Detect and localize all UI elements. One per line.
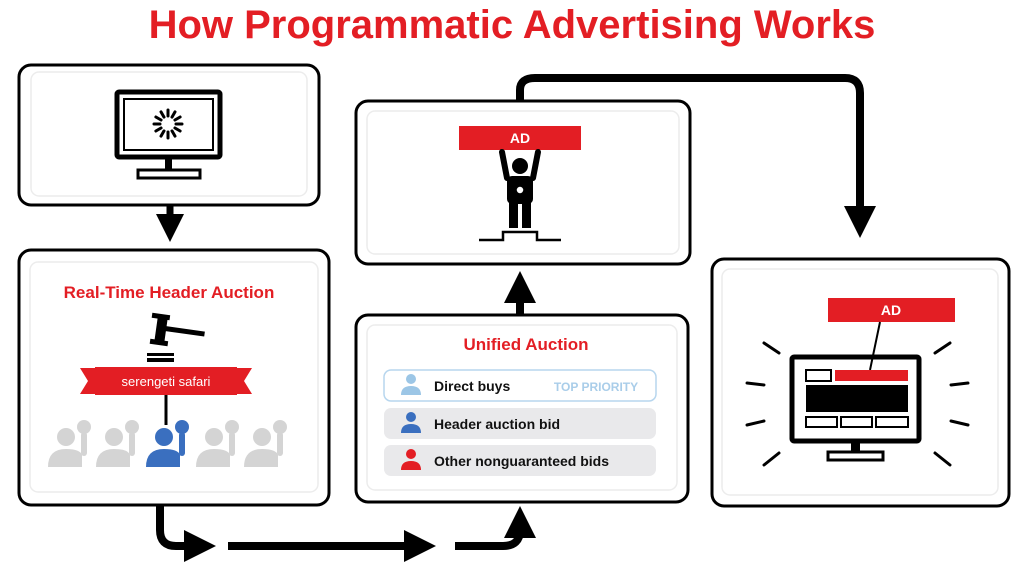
row-header-auction-bid: Header auction bid: [384, 408, 656, 439]
arrow-bottom-1: [156, 505, 216, 562]
person-icon: [401, 374, 421, 395]
row-direct-buys: Direct buys TOP PRIORITY: [383, 369, 657, 402]
bidder-icon: [48, 420, 91, 467]
header-auction-title: Real-Time Header Auction: [64, 283, 275, 302]
person-icon: [401, 449, 421, 470]
attention-rays-icon: [745, 341, 970, 467]
row-label: Other nonguaranteed bids: [434, 453, 609, 469]
winner-person-icon: [479, 149, 561, 242]
header-auction-box: Real-Time Header Auction serengeti safar…: [17, 248, 331, 507]
bidder-icon: [244, 420, 287, 467]
top-priority-tag: TOP PRIORITY: [554, 380, 638, 394]
winning-ad-box: AD: [354, 99, 692, 266]
person-icon: [401, 412, 421, 433]
bidder-icon: [96, 420, 139, 467]
monitor-loading-icon: [114, 89, 223, 180]
row-other-bids: Other nonguaranteed bids: [384, 445, 656, 476]
keyword-banner: serengeti safari: [80, 367, 252, 395]
arrow-top: [516, 74, 876, 238]
gavel-icon: [147, 312, 205, 362]
page-title: How Programmatic Advertising Works: [149, 3, 876, 47]
page-load-box: [17, 63, 321, 207]
bidder-icon: [196, 420, 239, 467]
ad-display-box: AD: [710, 257, 1011, 508]
winner-ad-label: AD: [510, 130, 530, 146]
winning-bidder-icon: [146, 420, 189, 467]
row-label: Direct buys: [434, 378, 510, 394]
banner-text: serengeti safari: [122, 374, 211, 389]
monitor-with-ad-icon: [789, 354, 922, 462]
display-ad-label: AD: [881, 302, 901, 318]
row-label: Header auction bid: [434, 416, 560, 432]
unified-auction-box: Unified Auction Direct buys TOP PRIORITY…: [354, 313, 690, 504]
arrow-bottom-3: [455, 506, 536, 550]
unified-auction-title: Unified Auction: [464, 335, 589, 354]
